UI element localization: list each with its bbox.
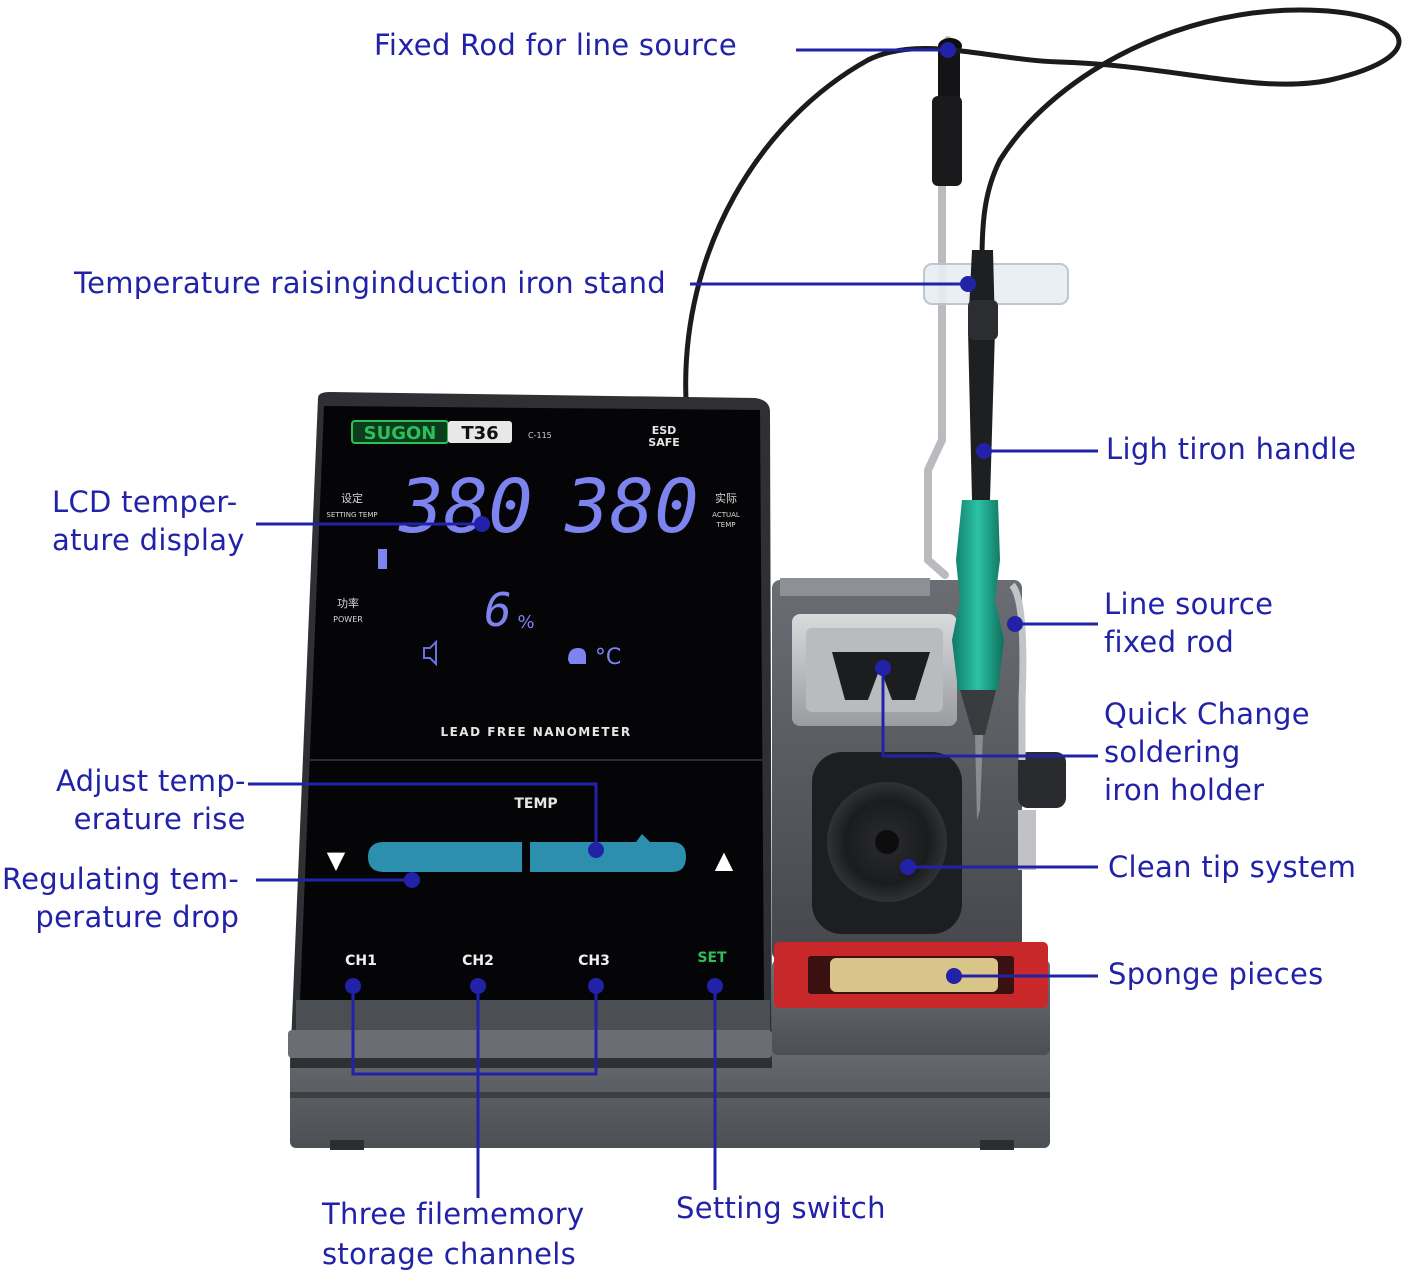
annotation-dots (345, 42, 1023, 994)
touch-controls: TEMP ▼ ▲ CH1 CH2 CH3 SET (327, 796, 734, 969)
setting-temp-cn: 设定 (341, 491, 363, 505)
actual-temp-en-1: ACTUAL (712, 511, 740, 519)
power-en: POWER (333, 615, 363, 624)
label-iron-stand: Temperature raisinginduction iron stand (74, 266, 666, 300)
model-code-text: C-115 (528, 431, 552, 440)
model-text: T36 (461, 423, 498, 444)
temp-label: TEMP (514, 796, 557, 812)
esd-bottom-text: SAFE (648, 436, 679, 449)
power-unit: % (517, 612, 534, 633)
actual-temp-value: 380 (564, 464, 699, 550)
leader-quick-change (881, 668, 1098, 758)
label-adjust-rise: Adjust temp- erature rise (56, 764, 246, 836)
lcd-indicator (378, 549, 387, 569)
label-fixed-rod-line-source: Fixed Rod for line source (374, 28, 738, 62)
label-quick-change-holder: Quick Change soldering iron holder (1104, 697, 1310, 807)
right-module (772, 578, 1066, 1055)
temp-slider-down[interactable] (368, 842, 522, 872)
actual-temp-en-2: TEMP (716, 521, 736, 529)
iron-grip (952, 500, 1004, 690)
set-button[interactable]: SET (697, 950, 727, 966)
label-setting-switch: Setting switch (676, 1191, 886, 1225)
setting-temp-value: 380 (398, 464, 533, 550)
iron-stand (923, 36, 1069, 760)
ch2-button[interactable]: CH2 (462, 953, 494, 969)
esd-top-text: ESD (652, 424, 677, 437)
setting-temp-en: SETTING TEMP (326, 511, 377, 519)
leader-channels-bracket (351, 986, 598, 1076)
ch3-button[interactable]: CH3 (578, 953, 610, 969)
label-lcd-display: LCD temper- ature display (52, 485, 245, 557)
label-line-source-fixed-rod: Line source fixed rod (1104, 587, 1274, 659)
celsius-unit: °C (595, 645, 621, 670)
power-value: 6 (484, 583, 512, 637)
label-clean-tip: Clean tip system (1108, 850, 1357, 884)
iron-handle (952, 250, 1004, 820)
lcd-display: SUGON T36 C-115 ESD SAFE 设定 SETTING TEMP… (326, 420, 740, 739)
lead-free-text: LEAD FREE NANOMETER (440, 725, 631, 739)
iron-cable (683, 7, 1402, 401)
ch1-button[interactable]: CH1 (345, 953, 377, 969)
temp-down-arrow[interactable]: ▼ (327, 846, 346, 874)
actual-temp-cn: 实际 (715, 491, 737, 505)
label-regulating-drop: Regulating tem- perature drop (2, 862, 240, 934)
annotation-leaders (248, 48, 1098, 1198)
label-memory-channels: Three filememory storage channels (322, 1197, 585, 1271)
speaker-icon (423, 639, 437, 667)
lock-icon (568, 648, 586, 664)
power-cn: 功率 (337, 596, 359, 610)
brand-text: SUGON (364, 423, 437, 444)
temp-slider-up[interactable] (530, 834, 686, 872)
label-sponge: Sponge pieces (1108, 957, 1324, 991)
temp-up-arrow[interactable]: ▲ (715, 846, 734, 874)
label-iron-handle: Ligh tiron handle (1106, 432, 1357, 466)
leader-adjust-rise (248, 782, 598, 850)
